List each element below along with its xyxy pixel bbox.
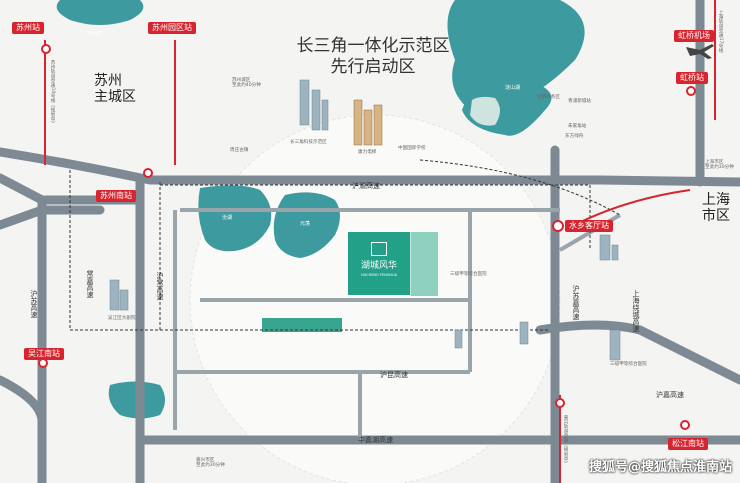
landmark-zhouzhuang: 周庄古镇 bbox=[230, 148, 249, 153]
station-suzhou[interactable]: 苏州站 bbox=[12, 22, 44, 34]
landmark-xiangcheng: 青浦新城站 bbox=[568, 99, 591, 104]
road-label-huzhou: 沪嘉高速 bbox=[656, 391, 684, 399]
headline: 长三角一体化示范区 先行启动区 bbox=[268, 36, 478, 79]
station-songjiang-south[interactable]: 松江南站 bbox=[668, 438, 708, 450]
marker-songjiang bbox=[680, 420, 690, 430]
road-label-changjia: 常嘉高速 bbox=[86, 270, 94, 298]
landmark-kangli: 康力电梯 bbox=[358, 150, 377, 155]
lake-left bbox=[198, 185, 272, 252]
marker-wujiang bbox=[38, 358, 48, 368]
project-card[interactable]: 湖城风华 HUCHENG FENGHUA bbox=[348, 232, 410, 295]
water-label-lakes: 苏州湾 bbox=[87, 31, 103, 37]
landmark-hospital-1: 三级甲等综合医院 bbox=[450, 272, 487, 277]
water-label-dianshan: 淀山湖 bbox=[505, 85, 521, 91]
station-wujiang-south[interactable]: 吴江南站 bbox=[24, 348, 64, 360]
landmark-school: 中国国际学校 bbox=[398, 146, 426, 151]
road-label-hulu: 沪苏高速 bbox=[30, 290, 38, 318]
road-label-songjia: 沪昆高速 bbox=[380, 371, 408, 379]
marker-suzhou bbox=[41, 44, 51, 54]
region-suzhou: 苏州 主城区 bbox=[94, 73, 136, 106]
station-hongqiao[interactable]: 虹桥站 bbox=[676, 72, 708, 84]
marker-suzhou-south bbox=[143, 168, 153, 178]
road-hulu bbox=[0, 205, 105, 230]
marker-hongqiao bbox=[686, 86, 696, 96]
road-ring bbox=[0, 375, 47, 425]
water-label-yuandang: 元荡 bbox=[300, 221, 311, 227]
project-logo-icon bbox=[371, 242, 387, 256]
road-label-zhongjia: 中嘉湖高速 bbox=[358, 436, 393, 444]
station-shuixiang[interactable]: 水乡客厅站 bbox=[565, 220, 613, 232]
road-label-ring: 上海绕城高速 bbox=[632, 290, 640, 332]
annotation-jiaxing-time: 嘉兴市区 至此约30分钟 bbox=[196, 458, 225, 469]
annotation-rail-suzhou: 苏州轨道交通10号线（规划中） bbox=[50, 60, 56, 126]
annotation-shanghai-time: 上海市区 至此约30分钟 bbox=[705, 160, 734, 171]
landmark-hospital-2: 三级甲等综合医院 bbox=[610, 362, 647, 367]
road-label-hujia: 沪苏嘉高速 bbox=[572, 285, 580, 320]
project-name: 湖城风华 bbox=[360, 261, 397, 271]
annotation-rail-jiaxing: 嘉兴轨道交通（规划中） bbox=[563, 415, 569, 466]
annotation-rail-hongqiao: 上海轨道交通17号线 bbox=[718, 10, 724, 53]
lake-island bbox=[470, 96, 500, 126]
project-sub: HUCHENG FENGHUA bbox=[360, 273, 398, 277]
landmark-changsan: 长三角科技示范区 bbox=[290, 140, 327, 145]
park-strip bbox=[262, 318, 342, 332]
annotation-suzhou-time: 苏州城区 至此约40分钟 bbox=[232, 78, 261, 89]
airplane-icon bbox=[686, 44, 714, 59]
road-huyu-horizontal bbox=[0, 147, 740, 187]
watermark: 搜狐号@搜狐焦点淮南站 bbox=[588, 460, 732, 475]
road-label-huyu: 沪渝高速 bbox=[352, 182, 380, 190]
landmark-zhujiajiao: 朱家角站 bbox=[568, 124, 587, 129]
road-right-curve bbox=[535, 320, 740, 385]
landmark-gym: 吴江区大剧院 bbox=[108, 316, 136, 321]
marker-jiaxing bbox=[555, 398, 565, 408]
water-label-fenhu: 汾湖 bbox=[222, 215, 233, 221]
station-suzhou-yuanqu[interactable]: 苏州园区站 bbox=[148, 22, 196, 34]
station-suzhou-south[interactable]: 苏州南站 bbox=[96, 190, 136, 202]
road-label-huchang: 沪常高速 bbox=[156, 272, 164, 300]
landmark-lvzhou: 东方绿舟 bbox=[565, 134, 584, 139]
landmark-hongqiao-bu: 虹桥商务区 bbox=[537, 95, 560, 100]
headline-text: 长三角一体化示范区 先行启动区 bbox=[296, 36, 450, 78]
lake-top-right bbox=[447, 0, 585, 114]
region-shanghai: 上海 市区 bbox=[702, 192, 730, 225]
lake-top-left bbox=[56, 0, 144, 25]
park-right bbox=[410, 232, 438, 296]
station-hongqiao-airport[interactable]: 虹桥机场 bbox=[674, 30, 714, 42]
rail-logo-icon bbox=[552, 220, 564, 232]
